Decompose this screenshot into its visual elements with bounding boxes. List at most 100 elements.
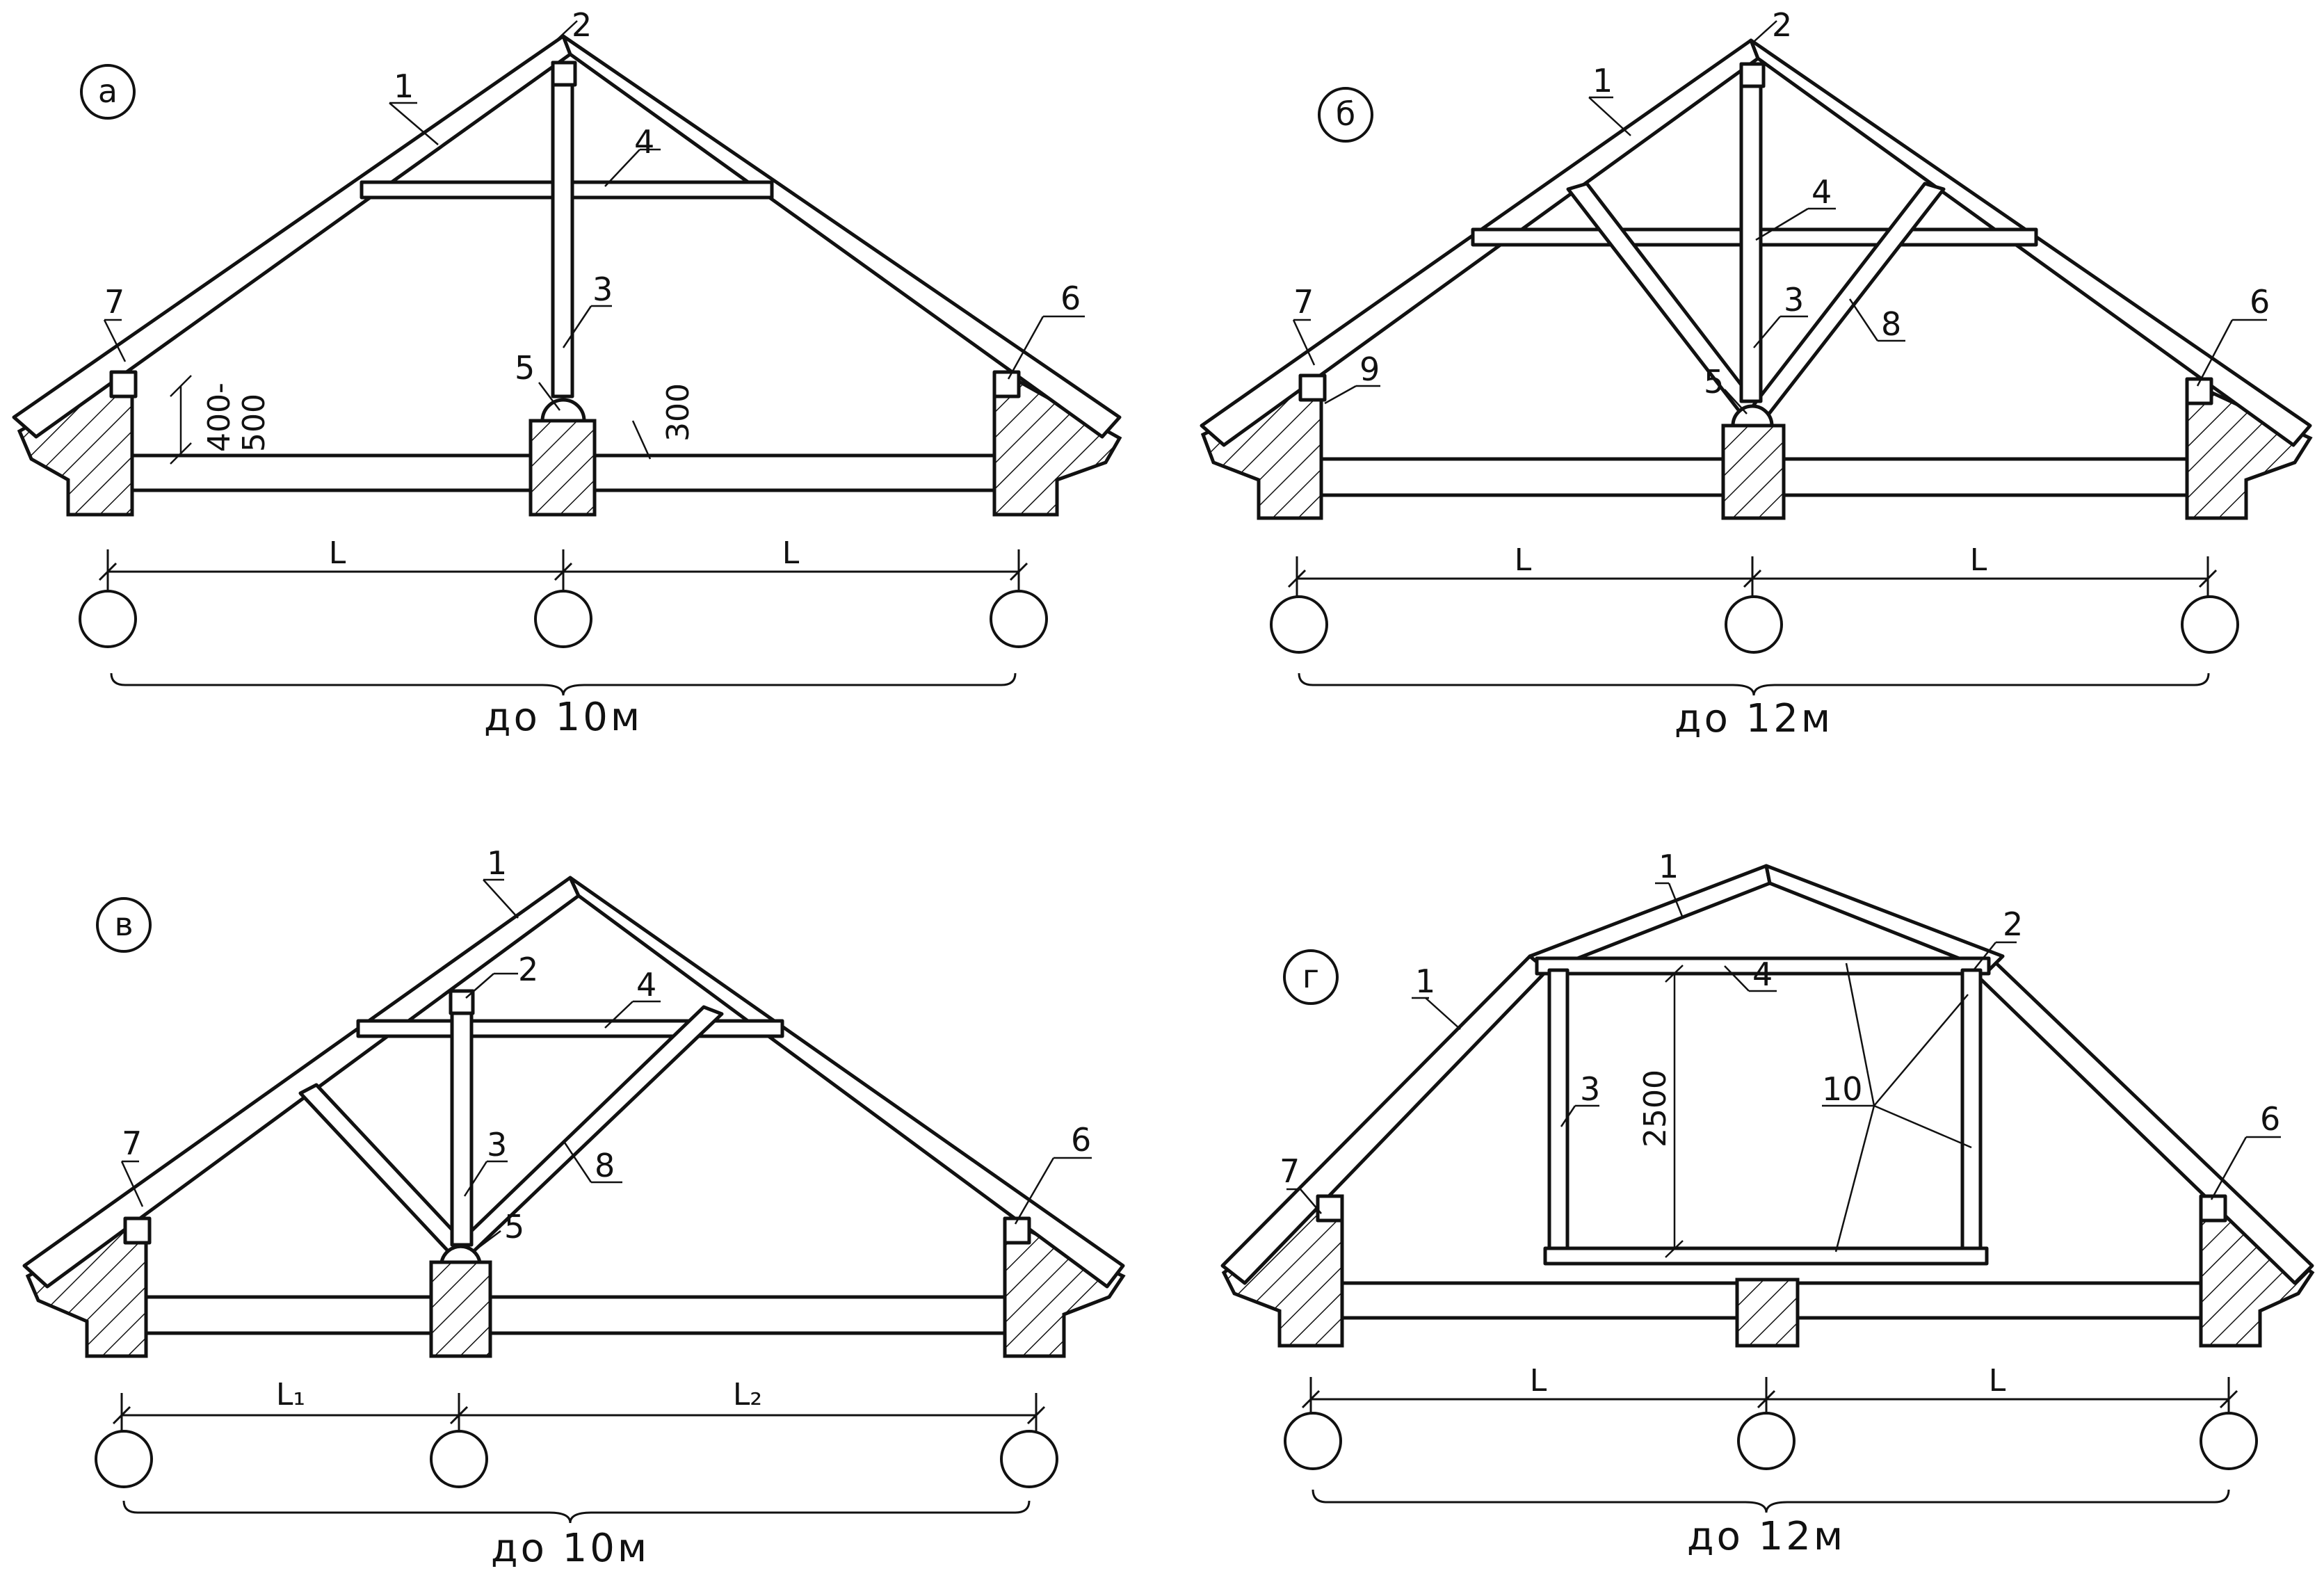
- axis-bubble: [534, 590, 592, 648]
- label-purlin: 2: [518, 951, 538, 988]
- label-partition: 10: [1822, 1070, 1863, 1108]
- label-collar: 4: [1811, 173, 1832, 211]
- wall-plate-left: [123, 1216, 152, 1245]
- total-brace: [110, 672, 1017, 696]
- strut-left: [298, 1083, 471, 1257]
- truss-panel-b: б 1 2 3 4 5 6 7: [1200, 6, 2313, 741]
- leader-lines: [120, 878, 1092, 1252]
- label-strut: 8: [1881, 305, 1901, 343]
- axis-bubble: [2200, 1412, 2258, 1470]
- panel-letter-circle: [80, 64, 136, 120]
- post: [551, 61, 574, 398]
- total-brace: [122, 1500, 1031, 1524]
- total-span-text: до 12м: [1675, 696, 1833, 741]
- span-left-text: L: [1515, 542, 1532, 578]
- span-dimension: [1301, 1377, 2238, 1419]
- axis-bubble: [430, 1430, 488, 1488]
- panel-letter: г: [1302, 958, 1319, 995]
- span-left-text: L: [329, 535, 346, 571]
- wall-plate-right: [2185, 377, 2213, 405]
- wall-plate-left: [1298, 373, 1327, 402]
- eave-dimension: [170, 375, 652, 465]
- post: [1739, 62, 1763, 403]
- label-collar: 4: [634, 123, 654, 161]
- center-wall: [1721, 424, 1786, 520]
- total-span-text: до 12м: [1687, 1514, 1846, 1559]
- leader-lines: [1292, 20, 2267, 414]
- axis-bubble: [1270, 595, 1328, 654]
- axis-bubble: [1737, 1412, 1796, 1470]
- post-pad: [540, 398, 586, 423]
- ceiling-joist-left: [130, 453, 533, 492]
- span-left-text: L: [1530, 1363, 1547, 1399]
- label-pad: 5: [504, 1208, 524, 1246]
- right-wall: [2185, 384, 2313, 520]
- span-dimension: [1287, 556, 2218, 598]
- post: [450, 989, 474, 1247]
- axis-bubble: [1725, 595, 1783, 654]
- label-plate-right: 6: [2260, 1100, 2280, 1138]
- panel-letter-circle: [1283, 949, 1339, 1005]
- wall-plate-left: [109, 370, 138, 398]
- label-purlin: 2: [2003, 905, 2023, 943]
- post-left: [1547, 968, 1569, 1261]
- rafter-right: [561, 34, 1122, 439]
- label-plate-left: 7: [122, 1125, 142, 1162]
- label-plate-right: 6: [2250, 283, 2270, 321]
- collar-tie: [1535, 956, 1991, 976]
- ceiling-joist-left: [1340, 1281, 1739, 1320]
- truss-panel-v: в 1 2 3 4 5 6 7 8: [22, 844, 1126, 1571]
- label-rafter: 1: [394, 67, 414, 105]
- span-dimension: [98, 549, 1028, 591]
- label-plate-right: 6: [1071, 1121, 1091, 1159]
- span-right-text: L: [1970, 542, 1987, 578]
- label-plate-left: 7: [1293, 283, 1314, 321]
- ridge-purlin: [551, 61, 577, 87]
- rafter-upper-left: [1528, 864, 1772, 972]
- wall-plate-left: [1316, 1194, 1344, 1223]
- axis-bubble: [2181, 595, 2239, 654]
- total-span-text: до 10м: [484, 695, 643, 740]
- label-purlin: 2: [1772, 6, 1792, 44]
- leader-lines: [1286, 882, 2281, 1252]
- rafter-lower-left: [1220, 954, 1549, 1285]
- panel-letter-circle: [96, 897, 152, 953]
- label-collar: 4: [636, 966, 656, 1004]
- label-rafter: 1: [1592, 62, 1613, 99]
- truss-panel-a: а 1 2 3 4: [12, 6, 1122, 740]
- height-dimension: [1665, 965, 1684, 1258]
- collar-tie: [356, 1019, 784, 1038]
- label-pad: 5: [1704, 363, 1724, 401]
- leader-lines: [103, 20, 1085, 411]
- total-brace: [1312, 1489, 2230, 1513]
- panel-letter: в: [114, 905, 133, 943]
- span-right-text: L: [1989, 1363, 2006, 1399]
- floor-beam: [1543, 1246, 1989, 1266]
- panel-letter: б: [1336, 95, 1355, 133]
- label-post: 3: [592, 271, 613, 308]
- right-wall: [992, 373, 1122, 517]
- label-post: 3: [487, 1126, 507, 1163]
- panel-letter: а: [98, 72, 118, 110]
- ceiling-joist-right: [592, 453, 996, 492]
- span-dimension: [112, 1393, 1046, 1435]
- height-text: 2500: [1638, 1070, 1673, 1147]
- label-rafter-lower: 1: [1415, 962, 1435, 1000]
- label-support: 9: [1359, 351, 1380, 388]
- center-wall: [429, 1260, 492, 1358]
- wall-plate-right: [992, 370, 1021, 398]
- span-left-text: L₁: [276, 1377, 305, 1412]
- strut-right: [1748, 182, 1946, 419]
- eave-height-text: 400-500: [202, 382, 272, 452]
- center-wall: [528, 419, 597, 517]
- axis-bubble: [1000, 1430, 1058, 1488]
- ceiling-joist-right: [1796, 1281, 2203, 1320]
- label-pad: 5: [515, 349, 535, 387]
- ceiling-joist-right: [488, 1295, 1007, 1335]
- label-collar: 4: [1752, 956, 1773, 993]
- rafter-right: [568, 876, 1125, 1289]
- ceiling-joist-right: [1782, 457, 2189, 497]
- label-plate-right: 6: [1060, 280, 1081, 317]
- label-plate-left: 7: [104, 283, 124, 321]
- ceiling-joist-left: [144, 1295, 433, 1335]
